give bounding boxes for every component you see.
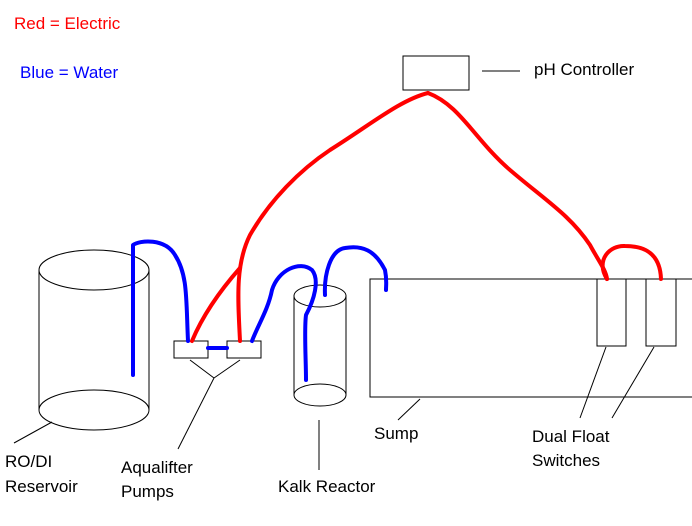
sump-tank [369,278,692,398]
float-switch-left [596,278,627,347]
wire-float-loop [600,244,663,281]
water-reservoir-to-pump [131,239,190,377]
aqualifter-leader [177,359,241,450]
rodi-leader [13,421,53,444]
float-switch-leaders [579,346,655,419]
rodi-label-line1: RO/DI [5,452,52,471]
float-switch-right [645,278,677,347]
float-label-line2: Switches [532,451,600,470]
legend-water: Blue = Water [20,63,118,82]
aqualifter-label-line1: Aqualifter [121,458,193,477]
ph-controller-label: pH Controller [534,60,634,79]
kalk-label: Kalk Reactor [278,477,376,496]
aqualifter-pump-left [173,340,209,359]
rodi-reservoir [38,249,150,431]
kalk-reactor [293,284,347,407]
rodi-label-line2: Reservoir [5,477,78,496]
wire-controller-to-floats [426,91,609,281]
aqualifter-pump-right [226,340,262,359]
ph-controller-box [402,55,470,91]
water-pump-to-reactor [250,264,318,382]
wire-branch-to-left-pump [190,266,242,343]
water-reactor-to-sump [322,245,389,297]
sump-label: Sump [374,424,418,443]
legend-electric: Red = Electric [14,14,121,33]
float-label-line1: Dual Float [532,427,610,446]
water-lines [131,239,389,382]
aqualifter-label-line2: Pumps [121,482,174,501]
electric-wires [190,91,663,343]
sump-leader [397,398,421,421]
wire-controller-to-pumps [236,91,430,343]
